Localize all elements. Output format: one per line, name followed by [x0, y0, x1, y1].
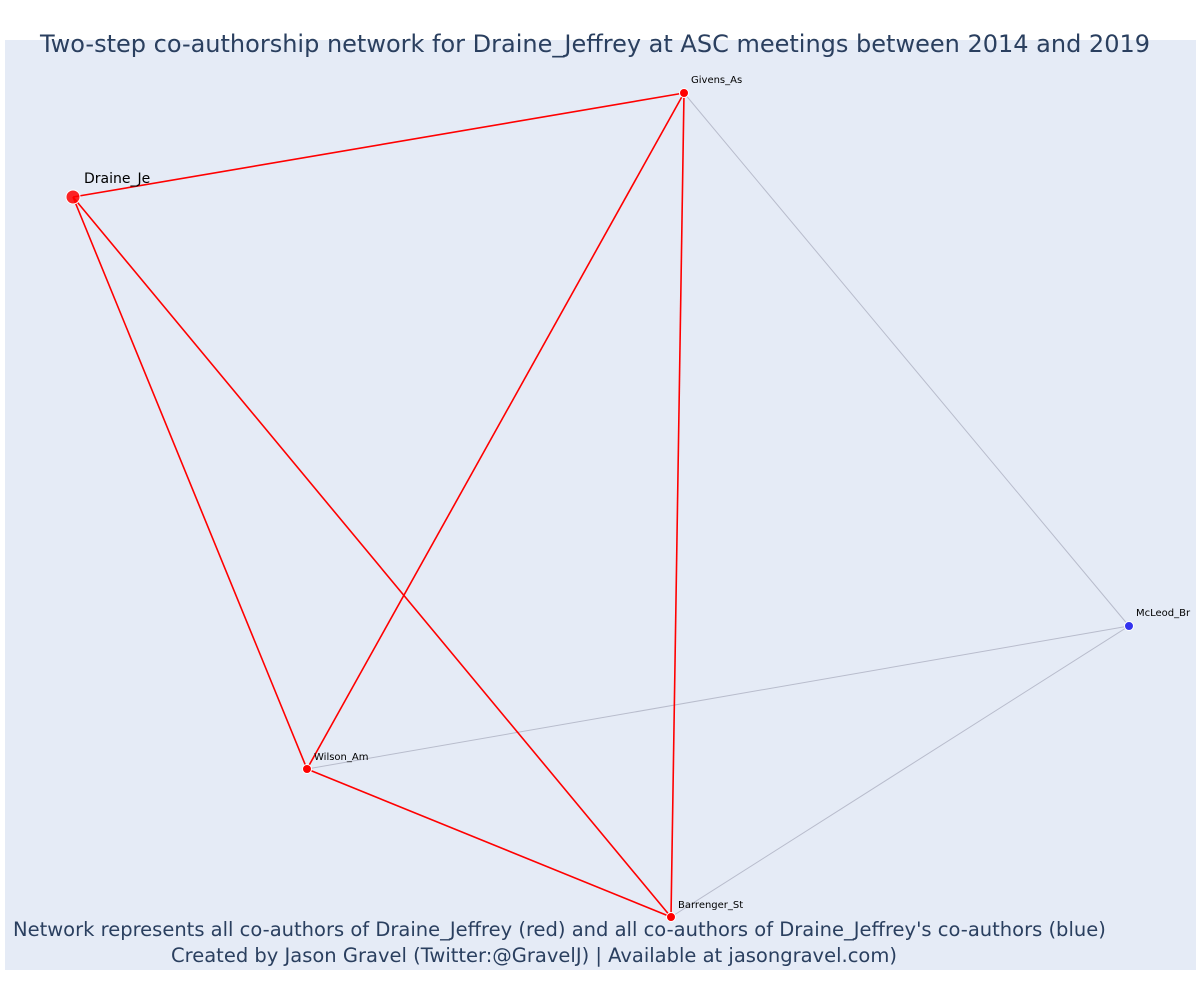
node-McLeod_Br[interactable]	[1124, 621, 1134, 631]
caption-line-1: Network represents all co-authors of Dra…	[13, 918, 1106, 941]
caption-line-2: Created by Jason Gravel (Twitter:@Gravel…	[171, 944, 897, 967]
node-label-Barrenger_St: Barrenger_St	[678, 900, 743, 911]
node-Barrenger_St[interactable]	[666, 912, 676, 922]
node-layer	[65, 88, 1134, 922]
edge-Givens_As-Wilson_Am	[306, 92, 685, 770]
edge-Givens_As-Barrenger_St	[670, 92, 685, 918]
node-label-Givens_As: Givens_As	[691, 75, 742, 86]
node-Givens_As[interactable]	[679, 88, 689, 98]
chart-title: Two-step co-authorship network for Drain…	[39, 30, 1151, 58]
node-Draine_Je[interactable]	[65, 189, 81, 205]
node-Wilson_Am[interactable]	[302, 764, 312, 774]
edge-Givens_As-McLeod_Br	[683, 92, 1130, 627]
edge-Wilson_Am-Barrenger_St	[306, 768, 672, 918]
node-label-McLeod_Br: McLeod_Br	[1136, 608, 1191, 619]
plot-area	[5, 40, 1196, 970]
label-layer: Draine_Je Givens_AsMcLeod_BrWilson_AmBarr…	[84, 75, 1191, 911]
node-label-Wilson_Am: Wilson_Am	[314, 752, 368, 763]
node-label-Draine_Je: Draine_Je	[84, 171, 150, 187]
edge-Wilson_Am-McLeod_Br	[306, 625, 1130, 770]
edge-layer	[72, 92, 1130, 918]
edge-Draine_Je-Givens_As	[72, 92, 685, 198]
edge-Barrenger_St-McLeod_Br	[670, 625, 1130, 918]
edge-Draine_Je-Wilson_Am	[72, 196, 308, 770]
edge-Draine_Je-Barrenger_St	[72, 196, 672, 918]
